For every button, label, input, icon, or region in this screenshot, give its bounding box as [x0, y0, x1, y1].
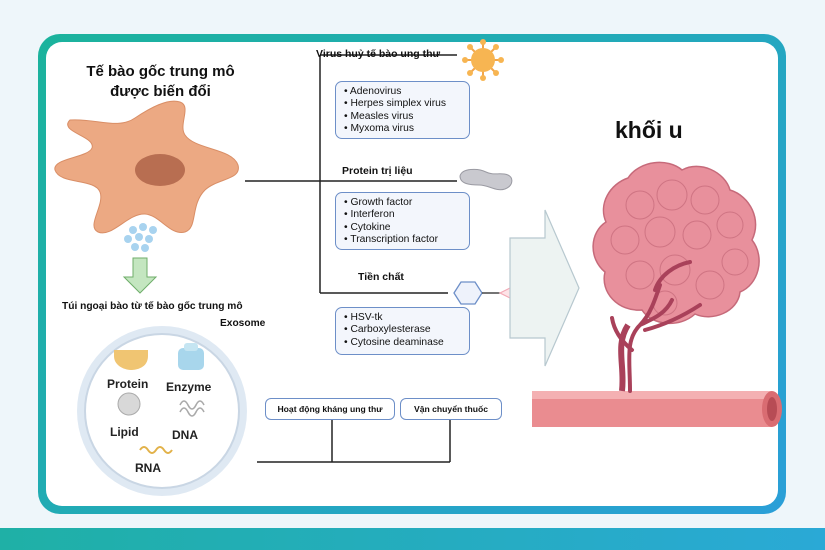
large-right-arrow-icon: [509, 209, 580, 367]
exosome-content-enzyme: Enzyme: [166, 380, 212, 394]
virus-item: Myxoma virus: [344, 123, 469, 135]
virus-item: Herpes simplex virus: [344, 98, 469, 110]
exosome-content-rna: RNA: [135, 461, 161, 475]
exosome-label: Exosome: [220, 318, 266, 329]
protein-item: Cytokine: [344, 222, 469, 234]
exosome-circle: [77, 326, 247, 496]
tumor-icon: [592, 161, 760, 393]
exosome-content-dna: DNA: [172, 428, 198, 442]
stem-cell-title: Tế bào gốc trung mô được biến đổi: [86, 63, 235, 100]
virus-item: Measles virus: [344, 111, 469, 123]
prodrug-list-box: HSV-tk Carboxylesterase Cytosine deamina…: [335, 307, 470, 355]
prodrug-heading: Tiền chất: [358, 271, 404, 283]
virus-item: Adenovirus: [344, 86, 469, 98]
stem-cell-icon: [54, 100, 239, 234]
connector-lines: [245, 54, 457, 463]
exosome-source-label: Túi ngoại bào từ tế bào gốc trung mô: [62, 301, 243, 312]
drug-delivery-pill: Vận chuyển thuốc: [400, 398, 502, 420]
exosome-content-lipid: Lipid: [110, 425, 139, 439]
blood-vessel-icon: [532, 391, 782, 427]
vesicle-cluster-icon: [124, 223, 157, 252]
virus-heading: Virus huỷ tế bào ung thư: [316, 48, 441, 60]
protein-item: Transcription factor: [344, 234, 469, 246]
anticancer-activity-pill: Hoạt động kháng ung thư: [265, 398, 395, 420]
prodrug-item: HSV-tk: [344, 312, 469, 324]
protein-icon: [459, 168, 513, 191]
protein-list-box: Growth factor Interferon Cytokine Transc…: [335, 192, 470, 250]
bottom-band: [0, 528, 825, 550]
virus-list-box: Adenovirus Herpes simplex virus Measles …: [335, 81, 470, 139]
exosome-content-protein: Protein: [107, 377, 149, 391]
tumor-label: khối u: [615, 117, 683, 143]
protein-item: Interferon: [344, 209, 469, 221]
down-arrow-icon: [122, 257, 158, 294]
protein-heading: Protein trị liệu: [342, 165, 413, 177]
virus-icon: [462, 39, 504, 81]
prodrug-hexagon-icon: [453, 281, 483, 305]
prodrug-item: Cytosine deaminase: [344, 337, 469, 349]
protein-item: Growth factor: [344, 197, 469, 209]
prodrug-item: Carboxylesterase: [344, 324, 469, 336]
